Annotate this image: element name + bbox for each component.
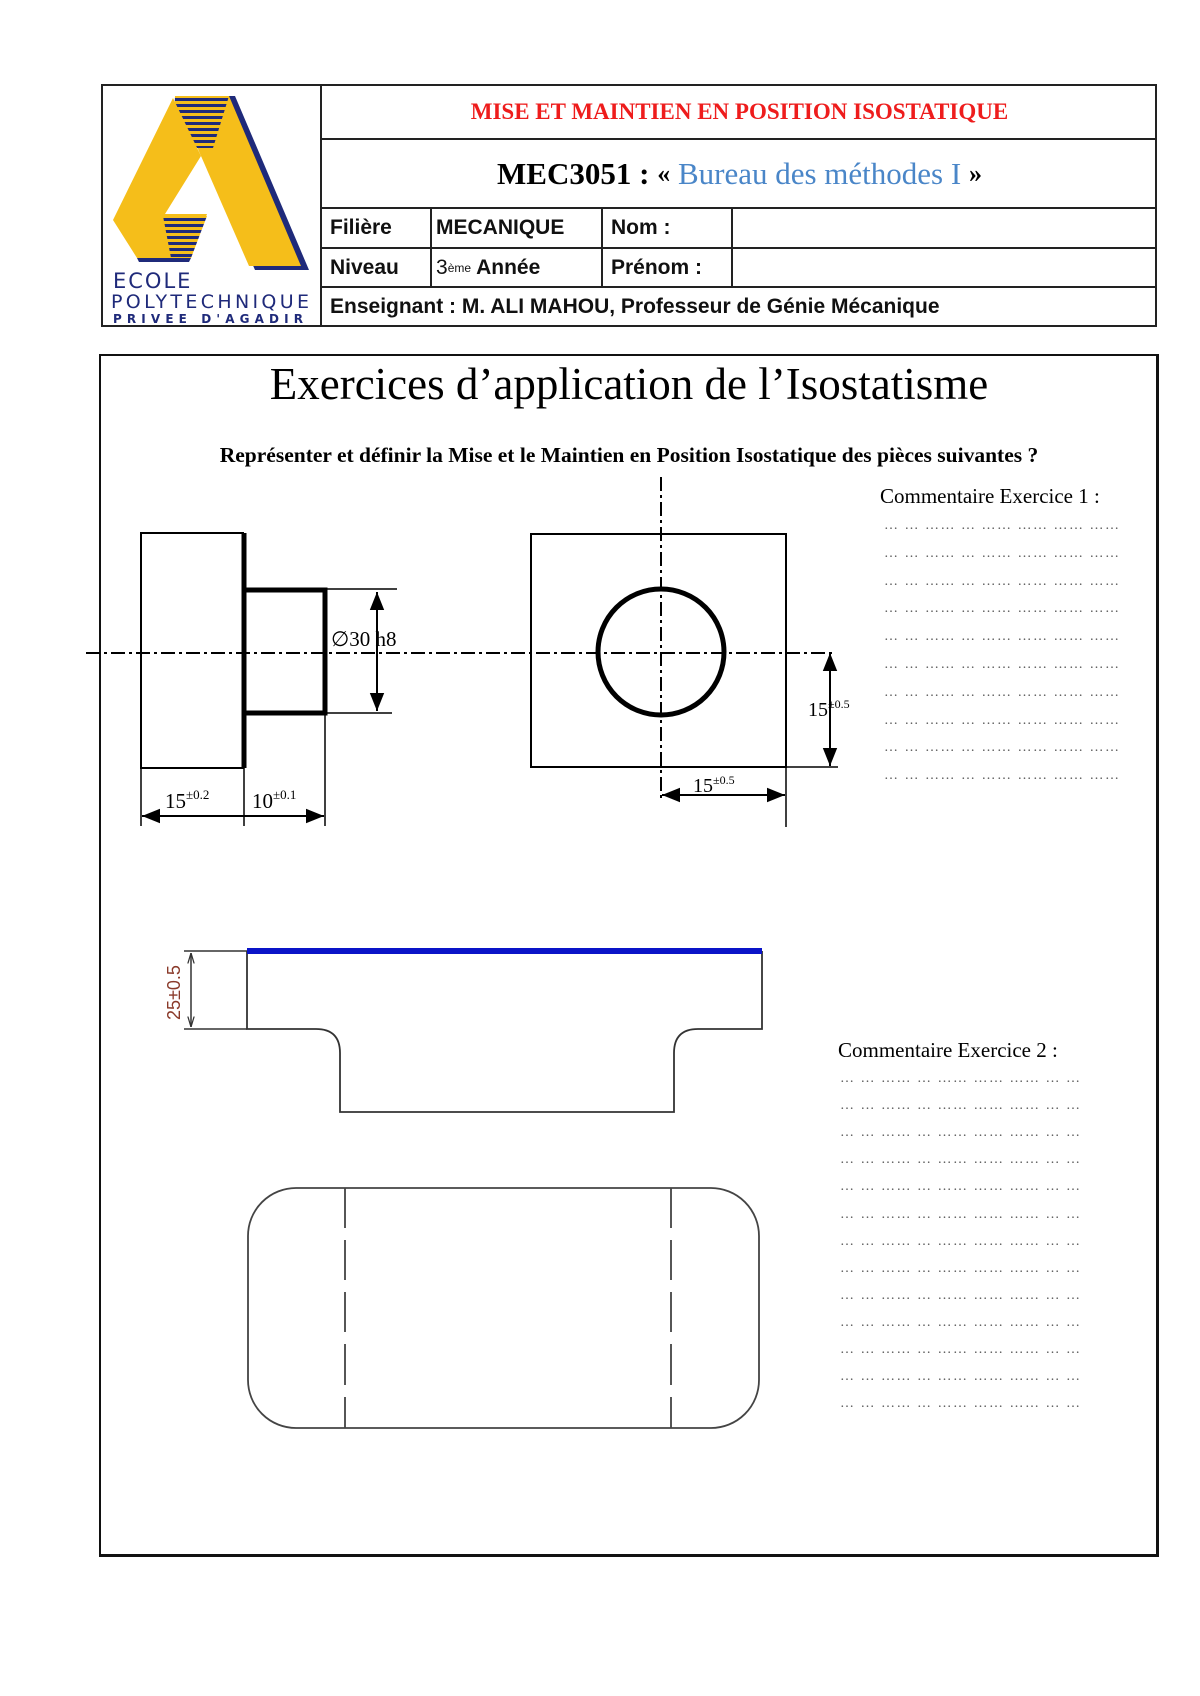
topic-text: MISE ET MAINTIEN EN POSITION ISOSTATIQUE bbox=[470, 99, 1009, 124]
filiere-label: Filière bbox=[330, 216, 392, 239]
col-divider bbox=[430, 207, 432, 287]
row-divider bbox=[320, 247, 1157, 249]
comment-line[interactable]: … … …… … …… …… …… …… bbox=[884, 518, 1121, 533]
length2-dimension-text: 10±0.1 bbox=[252, 787, 296, 813]
niveau-text: Année bbox=[471, 256, 541, 279]
school-logo: ECOLE POLYTECHNIQUE PRIVEE D'AGADIR bbox=[111, 96, 309, 326]
horizontal-dimension-text: 15±0.5 bbox=[693, 773, 735, 797]
comment-line[interactable]: … … …… … …… …… …… … … bbox=[840, 1152, 1082, 1168]
comment-line[interactable]: … … …… … …… …… …… … … bbox=[840, 1206, 1082, 1222]
comment-line[interactable]: … … …… … …… …… …… …… bbox=[884, 740, 1121, 756]
course-open: « bbox=[657, 158, 671, 188]
length1-dimension-text: 15±0.2 bbox=[165, 787, 209, 813]
comment-line[interactable]: … … …… … …… …… …… … … bbox=[840, 1179, 1082, 1195]
page-title: Exercices d’application de l’Isostatisme bbox=[269, 359, 989, 409]
cylinder-journal bbox=[241, 587, 328, 716]
comment-line[interactable]: … … …… … …… …… …… … … bbox=[840, 1342, 1082, 1357]
comment-line[interactable]: … … …… … …… …… …… …… bbox=[884, 657, 1121, 672]
prenom-label: Prénom : bbox=[611, 256, 703, 279]
comment-line[interactable]: … … …… … …… …… …… … … bbox=[840, 1260, 1082, 1276]
topic-title: MISE ET MAINTIEN EN POSITION ISOSTATIQUE bbox=[322, 86, 1157, 138]
row-divider bbox=[320, 138, 1157, 140]
niveau-label: Niveau bbox=[330, 256, 399, 279]
ex1-front-view: 15±0.5 15±0.5 bbox=[530, 477, 850, 827]
diameter-dimension-text: ∅30 h8 bbox=[331, 627, 397, 651]
part-body bbox=[140, 532, 244, 769]
ex2-top-view bbox=[247, 1187, 760, 1429]
part-outline bbox=[530, 533, 787, 768]
comment-line[interactable]: … … …… … …… …… …… … … bbox=[840, 1098, 1082, 1114]
teacher-value: M. ALI MAHOU, Professeur de Génie Mécani… bbox=[461, 295, 940, 318]
ex1-side-view: ∅30 h8 15±0.2 10±0.1 bbox=[86, 532, 836, 826]
comment-line[interactable]: … … …… … …… …… …… … … bbox=[840, 1314, 1082, 1330]
comment-line[interactable]: … … …… … …… …… …… … … bbox=[840, 1233, 1082, 1249]
course-name: Bureau des méthodes I bbox=[677, 155, 962, 191]
course-code: MEC3051 : bbox=[497, 155, 650, 191]
comment-line[interactable]: … … …… … …… …… …… …… bbox=[884, 712, 1121, 728]
teacher-row: Enseignant : M. ALI MAHOU, Professeur de… bbox=[322, 288, 1157, 326]
comment-line[interactable]: … … …… … …… …… …… …… bbox=[884, 601, 1121, 617]
comment-line[interactable]: … … …… … …… …… …… … … bbox=[840, 1369, 1082, 1385]
comment-line[interactable]: … … …… … …… …… …… …… bbox=[884, 545, 1121, 561]
col-divider bbox=[731, 207, 733, 287]
comment-line[interactable]: … … …… … …… …… …… … … bbox=[840, 1071, 1082, 1086]
comment-line[interactable]: … … …… … …… …… …… … … bbox=[840, 1125, 1082, 1141]
part-outline bbox=[247, 1187, 760, 1429]
comment-line[interactable]: … … …… … …… …… …… … … bbox=[840, 1396, 1082, 1412]
niveau-superscript: ème bbox=[447, 261, 472, 275]
ex2-front-view: 25±0.5 bbox=[164, 948, 763, 1113]
comment-line[interactable]: … … …… … …… …… …… …… bbox=[884, 768, 1121, 784]
comment-line[interactable]: … … …… … …… …… …… … … bbox=[840, 1287, 1082, 1303]
filiere-value: MECANIQUE bbox=[436, 216, 565, 239]
nom-label: Nom : bbox=[611, 216, 671, 239]
row-divider bbox=[320, 207, 1157, 209]
instruction: Représenter et définir la Mise et le Mai… bbox=[219, 443, 1039, 467]
comment-line[interactable]: … … …… … …… …… …… …… bbox=[884, 629, 1121, 645]
exercise-box bbox=[99, 354, 1159, 1557]
course-title: MEC3051 : « Bureau des méthodes I » bbox=[322, 140, 1157, 207]
height-dimension-text: 25±0.5 bbox=[164, 965, 184, 1020]
niveau-number: 3 bbox=[436, 256, 448, 279]
comment-line[interactable]: … … …… … …… …… …… …… bbox=[884, 684, 1121, 700]
header-box bbox=[101, 84, 1157, 327]
comment-title-ex2: Commentaire Exercice 2 : bbox=[838, 1038, 1058, 1062]
course-close: » bbox=[968, 158, 982, 188]
header-divider bbox=[320, 84, 322, 327]
logo-line1: ECOLE bbox=[113, 269, 192, 293]
part-profile bbox=[246, 951, 763, 1113]
col-divider bbox=[601, 207, 603, 287]
teacher-label: Enseignant : bbox=[330, 295, 462, 318]
vertical-dimension-text: 15±0.5 bbox=[808, 697, 850, 721]
comment-title-ex1: Commentaire Exercice 1 : bbox=[880, 484, 1100, 508]
comment-line[interactable]: … … …… … …… …… …… …… bbox=[884, 573, 1121, 589]
row-divider bbox=[320, 286, 1157, 288]
